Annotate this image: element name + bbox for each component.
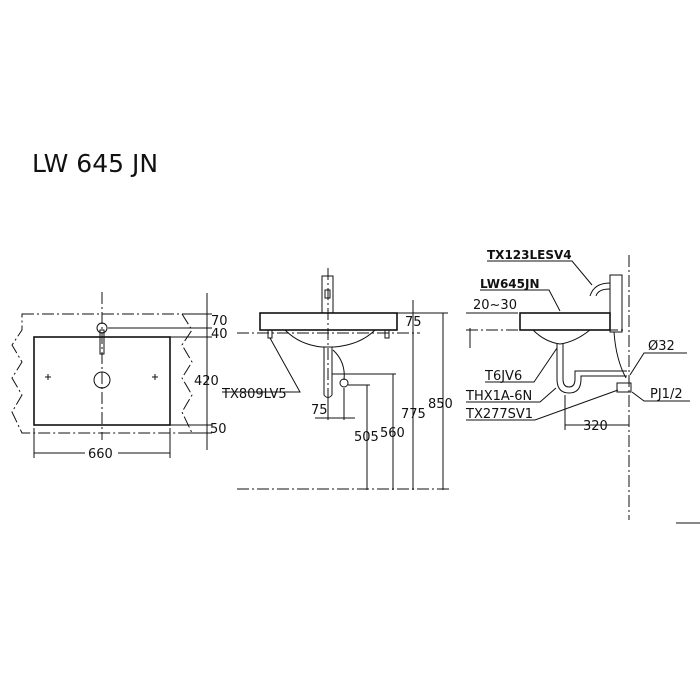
bracket-leader: [222, 337, 301, 393]
angle-valve: [616, 382, 632, 393]
mounting-marks: [45, 374, 158, 380]
dim-line-75-horiz: [315, 388, 355, 420]
drain-leader: [485, 347, 558, 383]
label-faucet: TX123LESV4: [487, 248, 572, 262]
dim-50: 50: [210, 422, 227, 437]
dim-775: 775: [401, 407, 426, 422]
top-view: 70 40 420 50 660: [11, 292, 228, 462]
dim-320: 320: [583, 419, 608, 434]
bowl-profile: [284, 329, 376, 348]
extension-lines: [108, 313, 212, 434]
p-trap: [556, 344, 627, 394]
front-section: 320 20~30 TX123LESV4 LW645JN T6JV6 THX1A…: [465, 248, 690, 520]
drain-pipe: [323, 347, 333, 398]
dim-660: 660: [88, 447, 113, 462]
dim-75-horiz: 75: [311, 403, 328, 418]
faucet-leader: [487, 260, 593, 286]
dim-850: 850: [428, 397, 453, 412]
drain-hole: [93, 371, 111, 389]
dim-line-gap: [466, 312, 518, 348]
dim-40: 40: [211, 327, 228, 342]
thread-leader: [631, 391, 690, 402]
extension-lines-side: [332, 312, 448, 386]
side-view: TX809LV5 75 850 775 560 505 75: [221, 268, 453, 490]
drawing-title: LW 645 JN: [32, 149, 158, 178]
bowl-section: [532, 329, 591, 345]
label-valve: TX277SV1: [465, 407, 533, 422]
bracket-label: TX809LV5: [221, 387, 287, 402]
faucet-spout: [589, 282, 611, 297]
faucet-column: [609, 274, 623, 333]
label-basin: LW645JN: [480, 277, 540, 291]
pipe-leader: [629, 352, 687, 376]
countertop-outline: [11, 313, 193, 434]
dim-560: 560: [380, 426, 405, 441]
label-gap: 20~30: [473, 298, 517, 313]
label-drain: T6JV6: [484, 369, 522, 384]
label-thread: PJ1/2: [650, 387, 683, 402]
supply-valve: [339, 378, 349, 388]
faucet-handle: [99, 329, 105, 355]
faucet-hole: [96, 322, 108, 334]
dim-line-320: [564, 395, 629, 430]
dim-70: 70: [211, 314, 228, 329]
supply-hose-section: [613, 331, 627, 379]
width-dimension: [33, 428, 171, 458]
label-trap: THX1A-6N: [465, 389, 532, 404]
supply-hose: [332, 349, 345, 381]
dim-420: 420: [194, 374, 219, 389]
trap-leader: [466, 387, 557, 403]
basin-leader: [480, 289, 561, 312]
dim-505: 505: [354, 430, 379, 445]
label-pipe: Ø32: [648, 339, 675, 354]
dim-75-top: 75: [405, 315, 422, 330]
valve-leader: [466, 389, 619, 421]
countertop-section: [519, 312, 611, 331]
